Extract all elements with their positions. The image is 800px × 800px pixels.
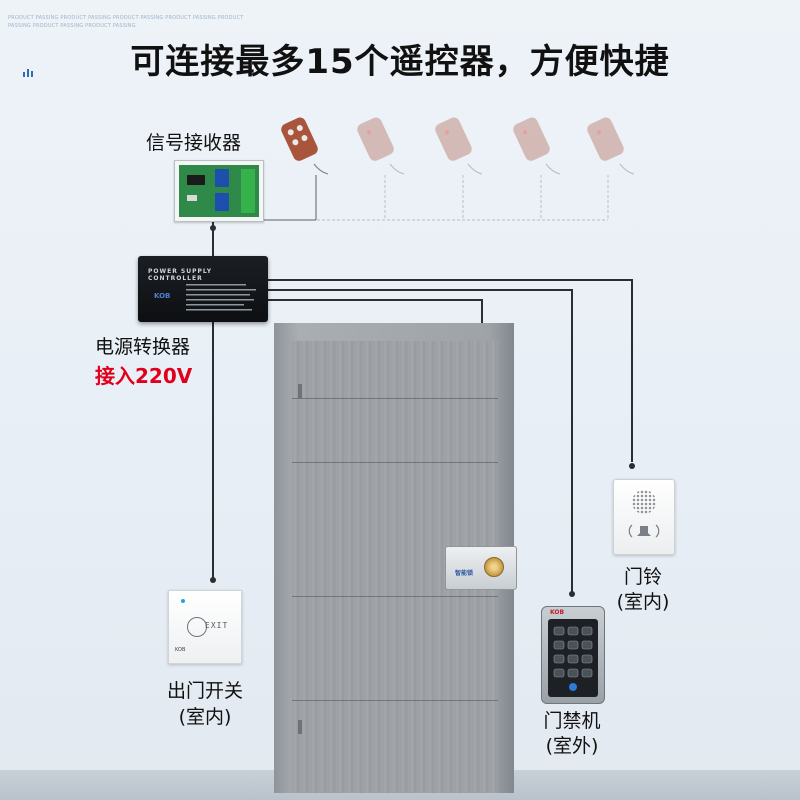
remote-control-icon <box>587 117 634 175</box>
remote-control-icon <box>435 117 482 175</box>
controller-panel-title: POWER SUPPLY CONTROLLER <box>148 268 213 282</box>
keypad-brand: KOB <box>550 609 565 616</box>
power-wires <box>212 222 633 592</box>
lock-cylinder-icon <box>484 557 504 577</box>
exit-button-label: 出门开关 <box>166 680 243 702</box>
remote-control-icon <box>513 117 560 175</box>
keypad-buttons-icon <box>553 626 593 691</box>
signal-bars-icon <box>23 69 33 77</box>
door-groove <box>292 462 498 463</box>
exit-brand: KOB <box>175 647 186 653</box>
remote-link-lines <box>262 175 609 221</box>
controller-brand: KOB <box>154 292 171 300</box>
doorbell-location: (室内) <box>616 591 670 613</box>
exit-face-text: EXIT <box>205 621 229 630</box>
exit-button-location: (室内) <box>178 706 232 728</box>
lock-brand: 智能锁 <box>455 570 474 577</box>
page-title: 可连接最多15个遥控器，方便快捷 <box>130 42 670 82</box>
door-groove <box>292 596 498 597</box>
exit-ring-icon <box>187 617 207 637</box>
remote-control-icon <box>281 117 328 175</box>
electric-rim-lock <box>445 546 517 590</box>
remote-control-icon <box>357 117 404 175</box>
keypad-label: 门禁机 <box>543 710 601 732</box>
keypad-face <box>548 619 598 697</box>
spec-text-lines <box>186 284 256 311</box>
signal-receiver-board <box>174 160 264 222</box>
speaker-grille-icon <box>632 490 656 514</box>
doorbell-device <box>613 479 675 555</box>
header-small-text: PRODUCT PASSING PRODUCT PASSING PRODUCT … <box>8 15 244 29</box>
circuit-board-icon <box>179 165 259 217</box>
controller-label: 电源转换器 <box>95 336 191 358</box>
door-hinge <box>298 384 302 398</box>
receiver-label: 信号接收器 <box>146 132 242 154</box>
doorbell-label: 门铃 <box>623 566 662 588</box>
door-hinge <box>298 720 302 734</box>
door-groove <box>292 700 498 701</box>
doorbell-wave-icon <box>628 524 660 538</box>
power-input-note: 接入220V <box>95 364 193 388</box>
access-control-keypad: KOB <box>541 606 605 704</box>
keypad-location: (室外) <box>545 735 599 757</box>
exit-button-device: EXIT KOB <box>168 590 242 664</box>
door-groove <box>292 398 498 399</box>
power-supply-controller: POWER SUPPLY CONTROLLER KOB <box>138 256 268 322</box>
indicator-led-icon <box>181 599 185 603</box>
